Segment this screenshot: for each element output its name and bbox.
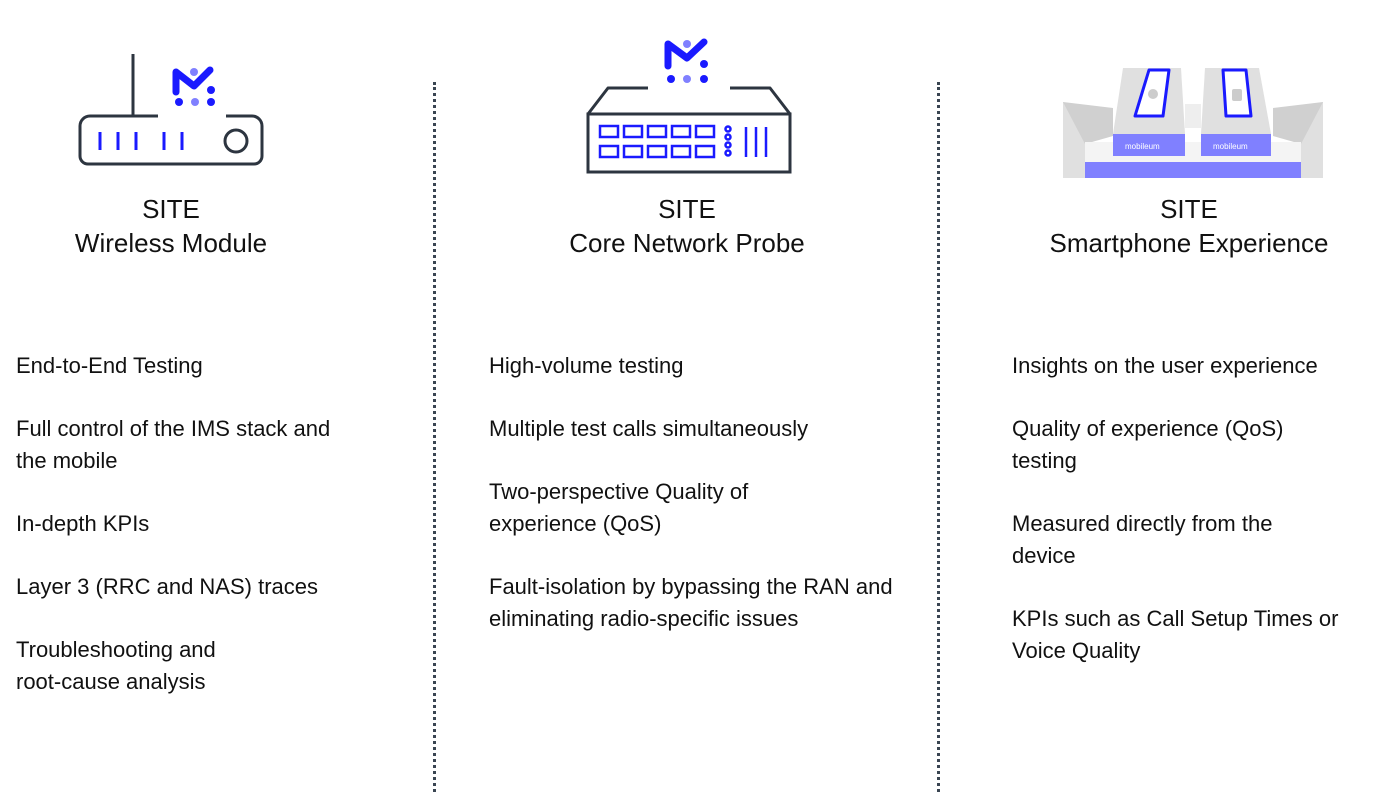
feature-item: KPIs such as Call Setup Times or Voice Q… (1012, 606, 1339, 663)
feature-item: Two-perspective Quality of experience (Q… (489, 479, 749, 536)
feature-item: Fault-isolation by bypassing the RAN and… (489, 574, 893, 631)
box-label: mobileum (1125, 142, 1160, 151)
feature-item: High-volume testing (489, 353, 684, 378)
column-title: SITE Core Network Probe (569, 194, 805, 258)
column-smartphone-experience: mobileum mobileum SITE Smartphone Experi… (945, 0, 1400, 812)
feature-list: End-to-End Testing Full control of the I… (16, 350, 356, 729)
feature-item: End-to-End Testing (16, 353, 203, 378)
column-divider (433, 82, 436, 792)
feature-list: Insights on the user experience Quality … (1012, 350, 1392, 698)
feature-item: In-depth KPIs (16, 511, 150, 536)
feature-list: High-volume testing Multiple test calls … (489, 350, 919, 666)
feature-item: Multiple test calls simultaneously (489, 416, 809, 441)
box-label: mobileum (1213, 142, 1248, 151)
feature-item: Troubleshooting and root-cause analysis (16, 637, 216, 694)
feature-item: Full control of the IMS stack and the mo… (16, 416, 331, 473)
feature-item: Insights on the user experience (1012, 353, 1318, 378)
mobileum-logo-icon (664, 38, 708, 83)
column-title: SITE Smartphone Experience (1049, 194, 1329, 258)
column-wireless-module: SITE Wireless Module End-to-End Testing … (0, 0, 430, 812)
feature-item: Layer 3 (RRC and NAS) traces (16, 574, 318, 599)
column-divider (937, 82, 940, 792)
feature-item: Quality of experience (QoS) testing (1012, 416, 1284, 473)
column-title: SITE Wireless Module (74, 194, 268, 258)
router-icon (78, 54, 264, 166)
network-probe-icon (586, 38, 792, 174)
feature-item: Measured directly from the device (1012, 511, 1273, 568)
smartphone-box-icon: mobileum mobileum (1063, 68, 1323, 178)
column-core-network-probe: SITE Core Network Probe High-volume test… (440, 0, 940, 812)
mobileum-logo-icon (172, 66, 215, 106)
